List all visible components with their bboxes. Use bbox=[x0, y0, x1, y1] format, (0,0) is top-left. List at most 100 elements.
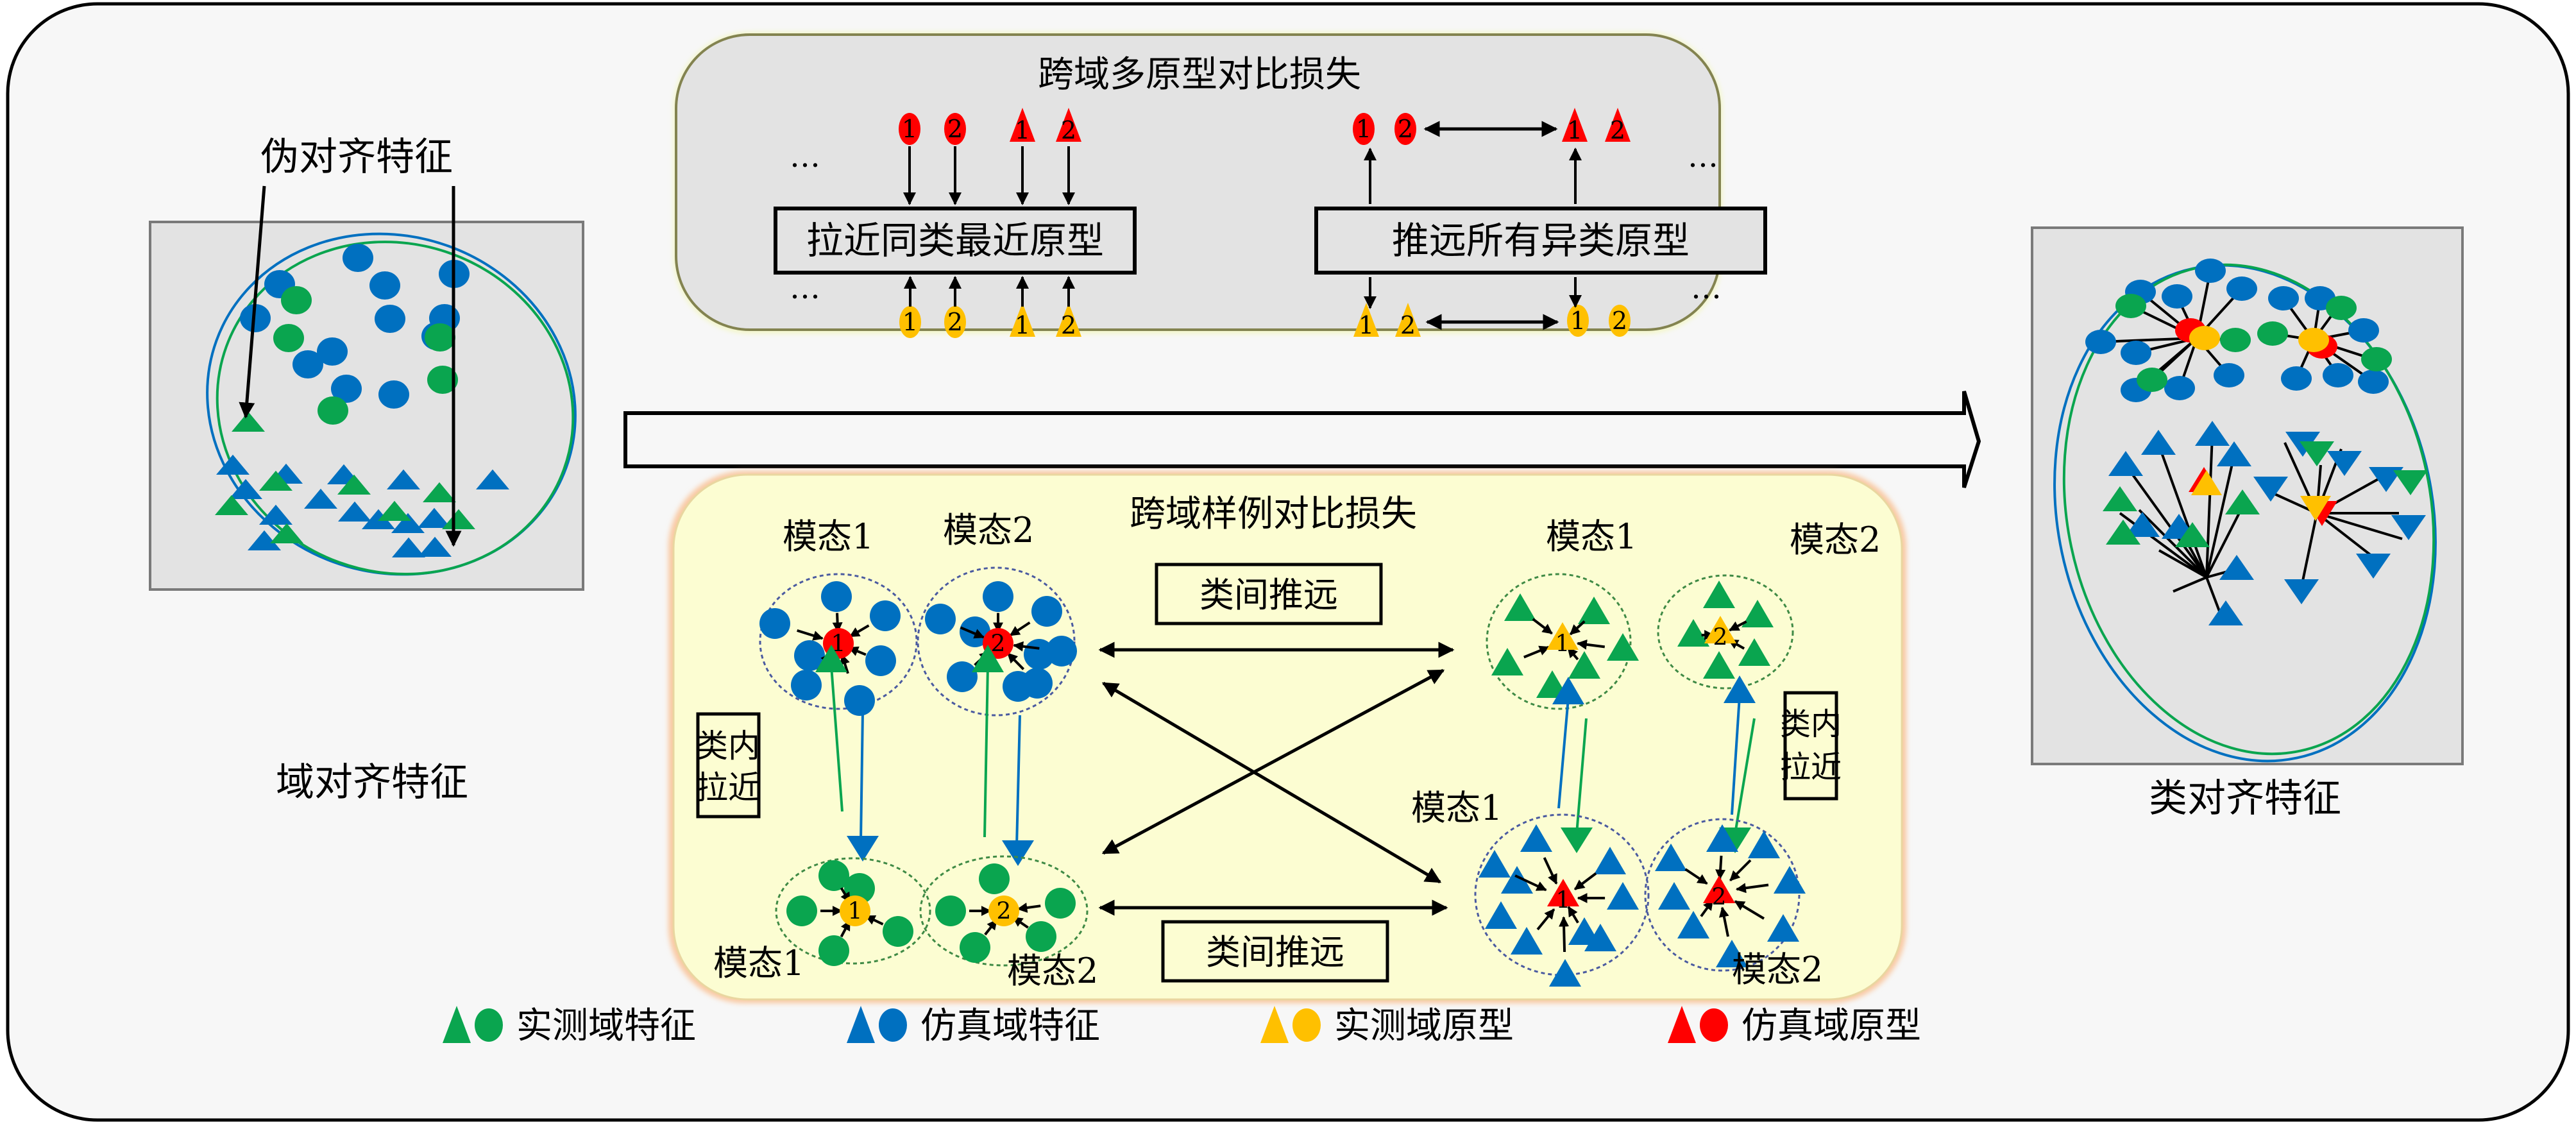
sim-feature-circle bbox=[2281, 366, 2312, 391]
prototype-circle bbox=[899, 306, 921, 338]
cluster-outline-sim-mod1-right bbox=[1474, 813, 1650, 976]
sim-feature-triangle bbox=[2253, 477, 2288, 502]
real-feature-circle bbox=[1045, 888, 1076, 919]
inter-push-box-top[interactable] bbox=[1155, 563, 1383, 625]
real-feature-circle bbox=[2326, 296, 2357, 320]
sim-feature-triangle bbox=[2327, 451, 2362, 476]
sim-feature-triangle bbox=[1748, 831, 1780, 858]
prototype-triangle bbox=[1353, 303, 1379, 337]
sim-feature-circle bbox=[925, 604, 956, 634]
real-feature-triangle bbox=[2103, 486, 2137, 511]
real-feature-triangle bbox=[1738, 638, 1770, 666]
real-prototype-triangle bbox=[1704, 616, 1736, 643]
cluster-outline-real-mod2 bbox=[919, 855, 1089, 967]
real-feature-triangle bbox=[1703, 651, 1735, 679]
prototype-number: 1 bbox=[902, 308, 918, 336]
sim-feature-circle bbox=[2195, 259, 2226, 283]
sim-feature-triangle bbox=[2141, 430, 2176, 455]
push-all-box[interactable] bbox=[1314, 207, 1767, 275]
intra-pull-box-right[interactable] bbox=[1783, 691, 1838, 801]
prototype-circle bbox=[944, 113, 966, 145]
prototype-number: 1 bbox=[848, 899, 863, 925]
ellipsis-top-right: … bbox=[1688, 139, 1718, 174]
pull-nearest-box[interactable] bbox=[774, 207, 1137, 275]
sim-feature-circle bbox=[2348, 318, 2379, 343]
sim-prototype-triangle bbox=[1703, 876, 1735, 903]
sim-feature-triangle bbox=[418, 536, 452, 557]
legend-label: 实测域特征 bbox=[516, 1005, 696, 1047]
legend: 实测域特征仿真域特征实测域原型仿真域原型 bbox=[443, 1005, 1921, 1047]
intra-pull-box-left[interactable] bbox=[696, 712, 761, 819]
real-prototype-circle bbox=[840, 896, 870, 926]
sim-feature-triangle bbox=[2125, 512, 2160, 537]
legend-triangle-swatch bbox=[1668, 1006, 1696, 1043]
legend-circle-swatch bbox=[1700, 1008, 1728, 1042]
sim-feature-triangle bbox=[338, 501, 371, 522]
intra-pull-line-green bbox=[1734, 718, 1756, 835]
real-feature-triangle bbox=[2106, 520, 2140, 545]
pull-arrow bbox=[1718, 906, 1729, 937]
real-prototype-circle bbox=[2298, 328, 2329, 352]
real-feature-circle bbox=[1026, 921, 1056, 952]
sim-feature-triangle bbox=[847, 836, 879, 862]
pull-arrow bbox=[797, 629, 824, 641]
cluster-outline-sim-mod1 bbox=[759, 573, 918, 710]
pull-arrow bbox=[1532, 618, 1553, 635]
mod2-bottom-right-label: 模态2 bbox=[1732, 949, 1823, 990]
sim-feature-circle bbox=[794, 640, 825, 671]
sim-feature-circle bbox=[2323, 363, 2353, 387]
sim-feature-circle bbox=[947, 661, 978, 692]
connector-line bbox=[2300, 513, 2318, 588]
legend-circle-swatch bbox=[879, 1008, 907, 1042]
sim-feature-triangle bbox=[2369, 467, 2403, 492]
real-feature-triangle bbox=[423, 482, 456, 502]
real-feature-triangle bbox=[442, 509, 475, 529]
inter-push-box-bottom[interactable] bbox=[1161, 920, 1389, 983]
real-feature-circle bbox=[2361, 347, 2392, 371]
pull-arrow bbox=[1514, 874, 1547, 892]
sim-feature-circle bbox=[2085, 330, 2116, 354]
prototype-triangle bbox=[1056, 108, 1081, 142]
prototype-circle bbox=[1609, 305, 1631, 337]
intra-pull-line-blue bbox=[1015, 715, 1021, 847]
sim-feature-triangle bbox=[216, 454, 250, 475]
real-feature-circle bbox=[2220, 328, 2251, 352]
pull-arrow bbox=[1543, 857, 1558, 885]
sim-feature-triangle bbox=[1584, 924, 1616, 951]
prototype-triangle bbox=[1605, 108, 1631, 142]
sim-feature-circle bbox=[1024, 639, 1055, 670]
pseudo-aligned-label: 伪对齐特征 bbox=[260, 135, 453, 180]
intra-pull-line-green bbox=[830, 665, 843, 812]
sim-feature-triangle bbox=[418, 507, 451, 528]
sim-feature-triangle bbox=[1594, 847, 1626, 874]
sim-feature-triangle bbox=[476, 469, 509, 489]
pull-arrow bbox=[1729, 620, 1747, 632]
sim-feature-triangle bbox=[391, 513, 425, 533]
mod1-bottom-left-label: 模态1 bbox=[713, 943, 804, 983]
sim-feature-triangle bbox=[1677, 911, 1709, 938]
sim-feature-triangle bbox=[1549, 959, 1581, 987]
mod2-top-left-label: 模态2 bbox=[943, 510, 1034, 550]
real-feature-circle bbox=[960, 932, 990, 963]
sim-feature-circle bbox=[369, 271, 400, 300]
mod2-bottom-left-label: 模态2 bbox=[1007, 951, 1098, 991]
sim-feature-triangle bbox=[2284, 579, 2319, 604]
right-feature-points bbox=[2085, 259, 2428, 625]
sim-feature-circle bbox=[317, 337, 348, 366]
prototype-number: 2 bbox=[947, 115, 963, 143]
sim-feature-circle bbox=[821, 581, 852, 612]
prototype-circle bbox=[944, 306, 966, 338]
sim-feature-triangle bbox=[1501, 866, 1533, 894]
real-feature-triangle bbox=[215, 495, 248, 515]
real-feature-circle bbox=[979, 863, 1010, 894]
legend-item: 仿真域特征 bbox=[847, 1005, 1100, 1047]
real-feature-triangle bbox=[1491, 648, 1523, 675]
sim-feature-triangle bbox=[1002, 840, 1034, 866]
intra-pull-line-blue bbox=[860, 711, 864, 841]
prototype-triangle bbox=[1056, 303, 1081, 337]
sim-feature-circle bbox=[240, 304, 271, 332]
prototype-number: 1 bbox=[902, 115, 917, 143]
sim-feature-circle bbox=[865, 645, 896, 676]
